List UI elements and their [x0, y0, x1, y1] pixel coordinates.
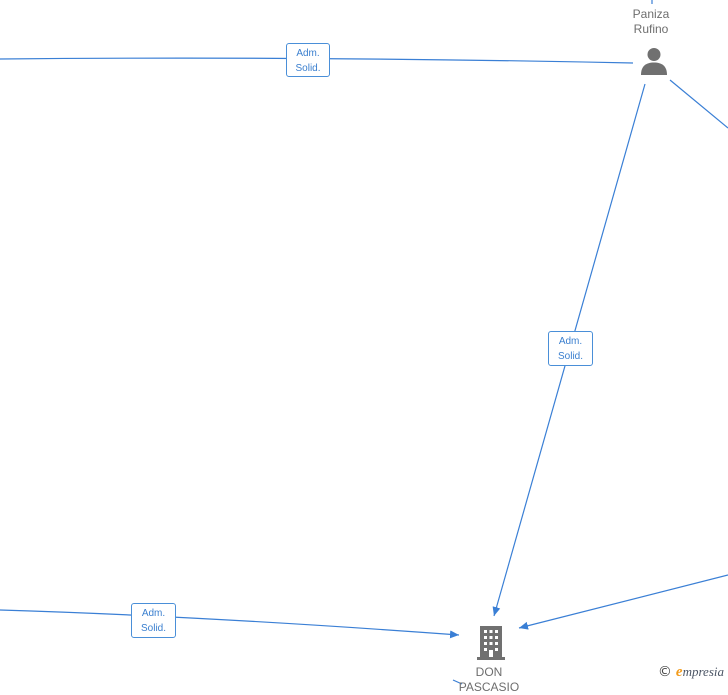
edge-label-bottom[interactable]: Adm. Solid.	[131, 603, 176, 638]
brand-logo-text: mpresia	[682, 664, 724, 679]
person-icon[interactable]	[639, 46, 669, 76]
edge-label-top[interactable]: Adm. Solid.	[286, 43, 330, 77]
edge-label-bottom-line2: Solid.	[140, 623, 166, 634]
edge-line-person-right	[669, 79, 728, 129]
edge-label-bottom-line1: Adm.	[141, 608, 166, 619]
company-name-line2: PASCASIO	[458, 680, 520, 694]
edge-label-top-line1: Adm.	[296, 48, 320, 59]
company-node-label: DON PASCASIO	[446, 665, 532, 695]
copyright-symbol: ©	[657, 664, 672, 680]
edge-label-middle-line1: Adm.	[558, 336, 583, 347]
edge-line-below-company	[452, 679, 463, 685]
building-icon[interactable]	[475, 624, 507, 662]
person-name-line1: Paniza	[632, 7, 670, 21]
edge-label-middle[interactable]: Adm. Solid.	[548, 331, 593, 366]
person-node-label: Paniza Rufino	[620, 7, 682, 37]
edge-line-left-company	[0, 609, 460, 639]
company-name-line1: DON	[475, 665, 503, 679]
edge-label-top-line2: Solid.	[295, 63, 321, 74]
edge-line-right-company	[518, 574, 728, 630]
edge-label-middle-line2: Solid.	[557, 351, 583, 362]
copyright-footer: ©empresia	[658, 664, 724, 681]
person-name-line2: Rufino	[633, 22, 669, 36]
brand-logo-initial: e	[675, 664, 683, 680]
